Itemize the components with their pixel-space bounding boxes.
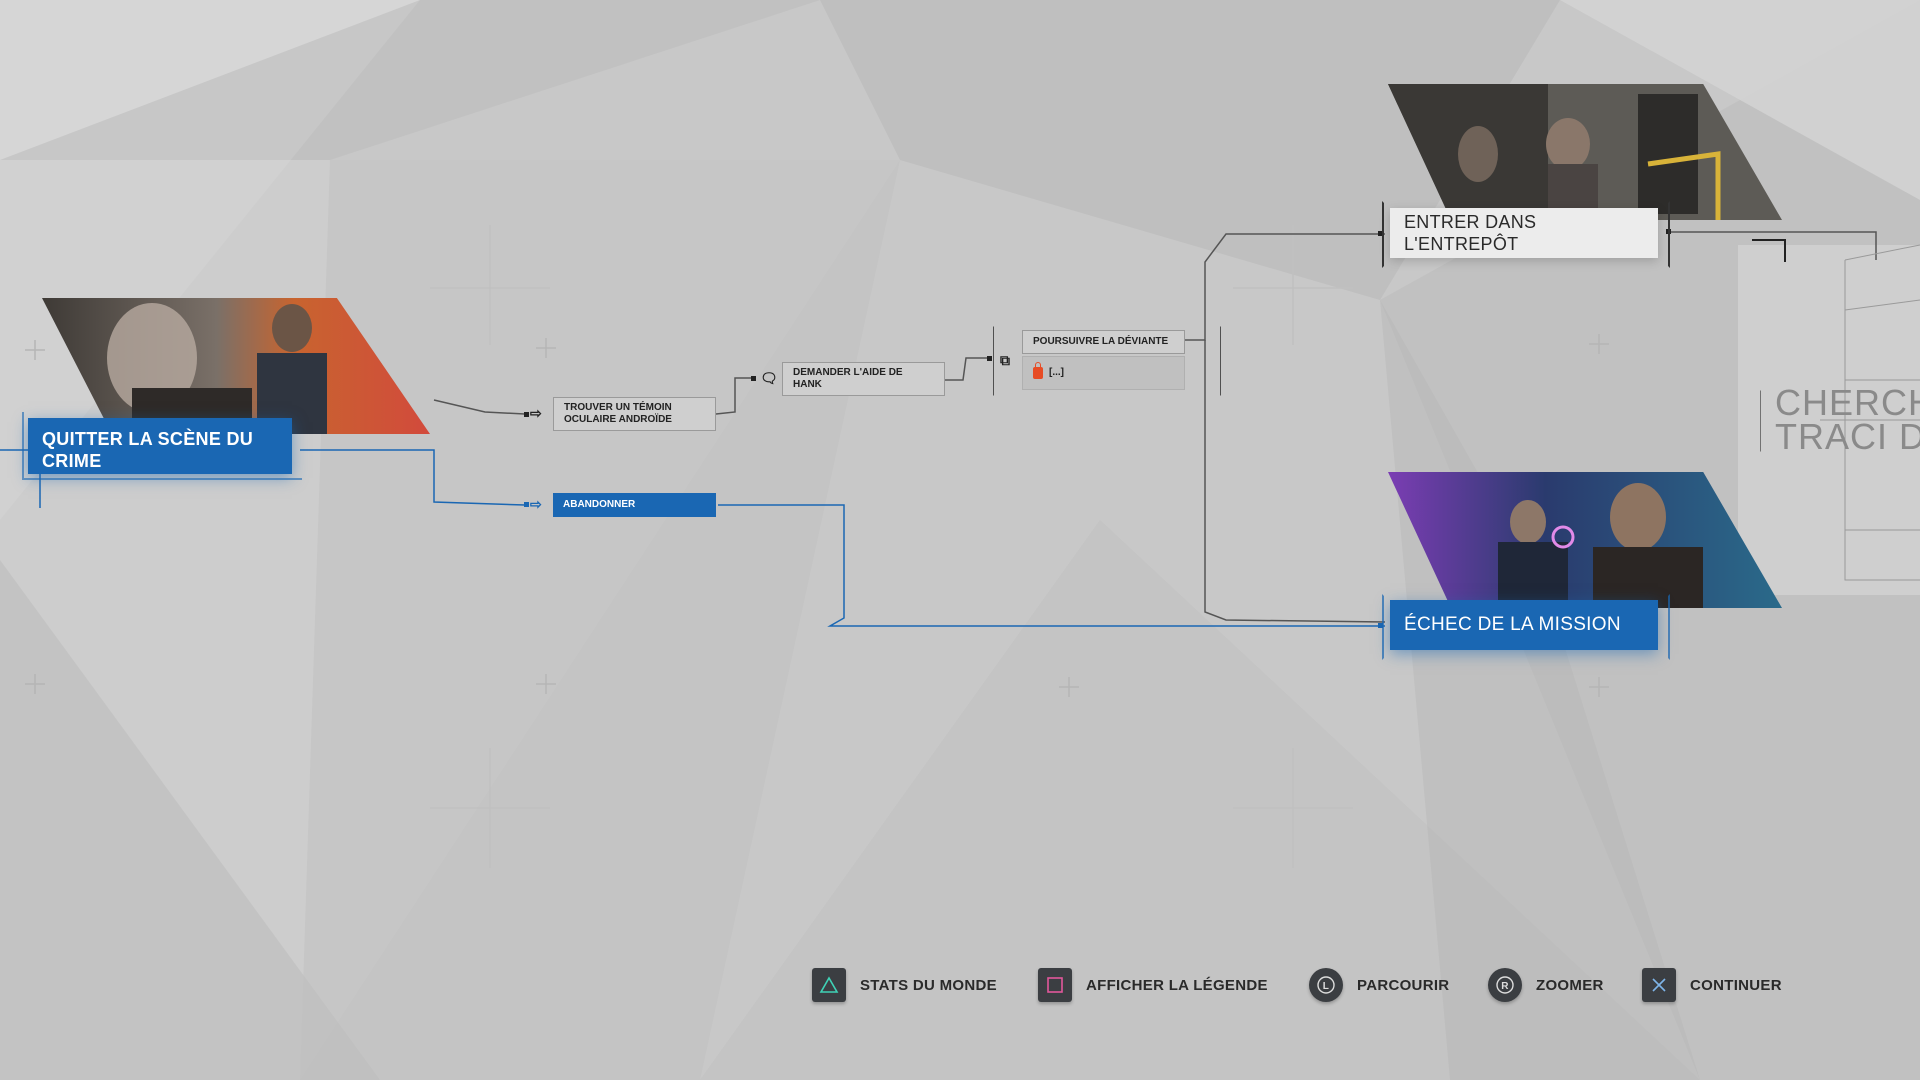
control-label: ZOOMER xyxy=(1536,976,1604,994)
svg-text:R: R xyxy=(1501,981,1509,992)
square-icon xyxy=(1038,968,1072,1002)
arrow-right-icon: ⇨ xyxy=(530,496,542,512)
speech-bubble-icon: 🗨 xyxy=(760,370,778,386)
control-parcourir[interactable]: L PARCOURIR xyxy=(1309,968,1449,1002)
left-stick-icon: L xyxy=(1309,968,1343,1002)
locked-text: [...] xyxy=(1049,367,1064,378)
quitter-label: QUITTER LA SCÈNE DU CRIME xyxy=(28,418,292,474)
choice-poursuivre-deviante[interactable]: POURSUIVRE LA DÉVIANTE xyxy=(1022,330,1185,354)
arrow-right-icon: ⇨ xyxy=(530,405,542,421)
control-label: PARCOURIR xyxy=(1357,976,1450,994)
entrepot-label: ENTRER DANS L'ENTREPÔT xyxy=(1390,208,1658,258)
echec-thumbnail xyxy=(1388,472,1782,608)
control-afficher-legende[interactable]: AFFICHER LA LÉGENDE xyxy=(1038,968,1268,1002)
echec-label: ÉCHEC DE LA MISSION xyxy=(1390,600,1658,650)
control-stats-du-monde[interactable]: STATS DU MONDE xyxy=(812,968,997,1002)
chase-icon: ⧉ xyxy=(1000,352,1010,368)
lock-icon xyxy=(1033,362,1043,379)
choice-demander-aide-hank[interactable]: DEMANDER L'AIDE DE HANK xyxy=(782,362,945,396)
control-zoomer[interactable]: R ZOOMER xyxy=(1488,968,1604,1002)
control-continuer[interactable]: CONTINUER xyxy=(1642,968,1782,1002)
control-label: AFFICHER LA LÉGENDE xyxy=(1086,976,1268,994)
control-label: CONTINUER xyxy=(1690,976,1782,994)
choice-locked: [...] xyxy=(1022,356,1185,390)
svg-text:L: L xyxy=(1323,981,1329,992)
choice-abandonner[interactable]: ABANDONNER xyxy=(553,493,716,517)
triangle-icon xyxy=(812,968,846,1002)
choice-trouver-temoin[interactable]: TROUVER UN TÉMOIN OCULAIRE ANDROÏDE xyxy=(553,397,716,431)
node-chercher-traci-faded: CHERCH TRACI D xyxy=(1775,382,1920,457)
control-label: STATS DU MONDE xyxy=(860,976,997,994)
cross-icon xyxy=(1642,968,1676,1002)
right-stick-icon: R xyxy=(1488,968,1522,1002)
